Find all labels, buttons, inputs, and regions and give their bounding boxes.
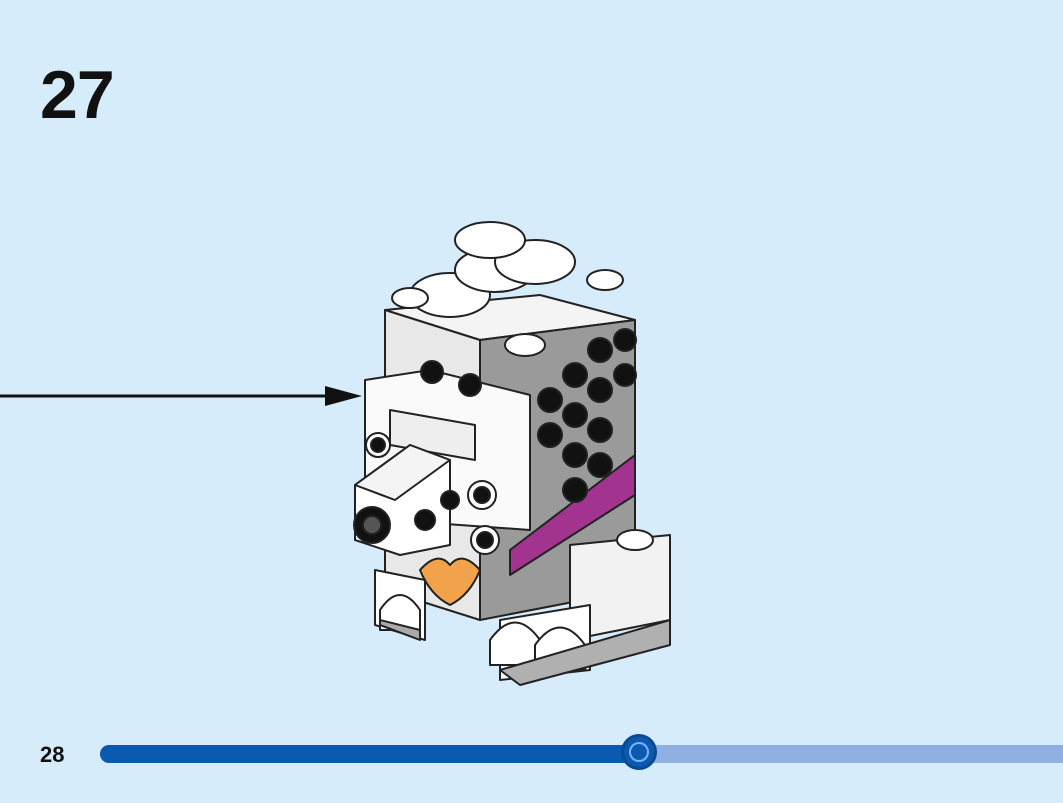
step-number: 27 <box>40 57 115 133</box>
brick-poodle-model <box>353 221 671 686</box>
progress-bar[interactable] <box>100 734 1063 770</box>
arrow-right-icon <box>0 386 362 406</box>
page-number: 28 <box>40 742 65 767</box>
progress-fill <box>100 745 639 763</box>
progress-knob[interactable] <box>621 734 657 770</box>
